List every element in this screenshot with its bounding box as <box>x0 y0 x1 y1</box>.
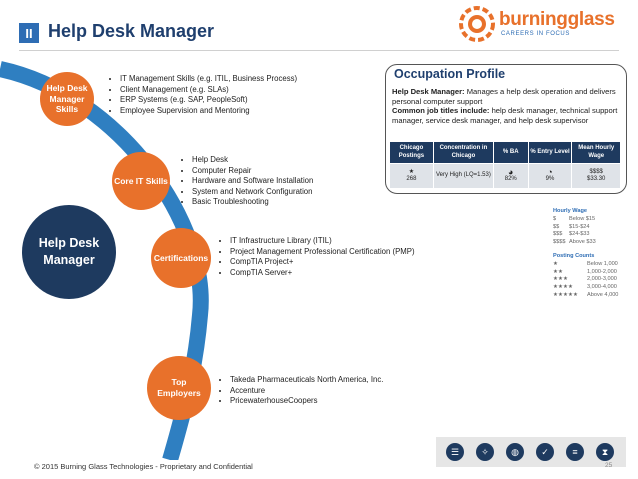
section-badge: II <box>19 23 39 43</box>
table-row: ★268 Very High (LQ=1.53) ◕82% ◔9% $$$$$3… <box>389 163 621 189</box>
entry-level-value: 9% <box>545 176 555 182</box>
list-item: Hardware and Software Installation <box>192 176 392 187</box>
table-cell: ◕82% <box>492 163 529 189</box>
table-cell: Very High (LQ=1.53) <box>432 163 494 189</box>
section-circle-top-employers: Top Employers <box>147 356 211 420</box>
postings-value: 268 <box>406 176 417 182</box>
description-text: Manages a help desk operation and delive… <box>392 87 616 106</box>
legend-row: $$$$24-$33 <box>553 231 590 238</box>
legend-title: Hourly Wage <box>553 208 587 214</box>
footer-copyright: © 2015 Burning Glass Technologies - Prop… <box>34 462 253 471</box>
list-item: Project Management Professional Certific… <box>230 247 470 258</box>
hourglass-icon[interactable]: ⧗ <box>596 443 614 461</box>
list-item: Takeda Pharmaceuticals North America, In… <box>230 375 470 386</box>
occupation-profile-description: Help Desk Manager: Manages a help desk o… <box>392 87 618 125</box>
table-cell: ★268 <box>389 163 434 189</box>
job-titles-label: Common job titles include: <box>392 106 490 116</box>
list-item: IT Management Skills (e.g. ITIL, Busines… <box>120 74 370 85</box>
hourly-wage-legend: Hourly Wage $Below $15 $$$15-$24 $$$$24-… <box>553 208 625 247</box>
list-item: PricewaterhouseCoopers <box>230 396 470 407</box>
job-titles-text: help desk manager, technical support man… <box>392 106 618 125</box>
list-item: ERP Systems (e.g. SAP, PeopleSoft) <box>120 95 370 106</box>
table-header: Concentration in Chicago <box>432 141 494 164</box>
occupation-stats-table: Chicago Postings Concentration in Chicag… <box>389 141 621 189</box>
list-item: Employee Supervision and Mentoring <box>120 106 370 117</box>
section-list-top-employers: Takeda Pharmaceuticals North America, In… <box>218 375 470 407</box>
legend-title: Posting Counts <box>553 253 595 259</box>
compass-icon[interactable]: ✧ <box>476 443 494 461</box>
list-item: Client Management (e.g. SLAs) <box>120 85 370 96</box>
burning-glass-logo-icon <box>459 6 495 42</box>
list-item: CompTIA Project+ <box>230 257 470 268</box>
legend-row: ★★★★★Above 4,000 <box>553 291 619 298</box>
wage-symbol: $$$$ <box>589 168 603 175</box>
legend-row: ★Below 1,000 <box>553 260 618 267</box>
list-item: CompTIA Server+ <box>230 268 470 279</box>
section-label: Help Desk Manager Skills <box>46 83 88 115</box>
list-icon[interactable]: ☰ <box>446 443 464 461</box>
section-label: Certifications <box>153 252 209 263</box>
ladder-icon[interactable]: ≡ <box>566 443 584 461</box>
globe-icon[interactable]: ◍ <box>506 443 524 461</box>
list-item: IT Infrastructure Library (ITIL) <box>230 236 470 247</box>
section-circle-help-desk-manager-skills: Help Desk Manager Skills <box>40 72 94 126</box>
table-header: Mean Hourly Wage <box>571 141 621 164</box>
section-label: Top Employers <box>157 377 201 398</box>
legend-row: ★★1,000-2,000 <box>553 268 617 275</box>
logo-wordmark: burningglass <box>499 9 615 30</box>
navigation-icon-bar: ☰ ✧ ◍ ✓ ≡ ⧗ <box>436 437 626 467</box>
legend-row: $Below $15 <box>553 215 596 222</box>
section-circle-certifications: Certifications <box>151 228 211 288</box>
pie-three-quarter-icon: ◕ <box>508 166 514 177</box>
table-cell: $$$$$33.30 <box>571 163 621 189</box>
title-divider <box>19 50 619 51</box>
list-item: Help Desk <box>192 155 392 166</box>
checklist-icon[interactable]: ✓ <box>536 443 554 461</box>
section-circle-core-it-skills: Core IT Skills <box>112 152 170 210</box>
description-label: Help Desk Manager: <box>392 87 465 96</box>
logo-tagline: CAREERS IN FOCUS <box>501 31 570 37</box>
section-list-certifications: IT Infrastructure Library (ITIL) Project… <box>218 236 470 278</box>
table-header-row: Chicago Postings Concentration in Chicag… <box>389 141 621 164</box>
legend-row: $$$15-$24 <box>553 223 590 230</box>
table-header: Chicago Postings <box>389 141 434 164</box>
section-list-help-desk-manager-skills: IT Management Skills (e.g. ITIL, Busines… <box>108 74 370 116</box>
list-item: Accenture <box>230 386 470 397</box>
ba-value: 82% <box>504 176 517 182</box>
list-item: Basic Troubleshooting <box>192 197 392 208</box>
section-label: Core IT Skills <box>114 175 168 186</box>
list-item: Computer Repair <box>192 166 392 177</box>
table-header: % Entry Level <box>527 141 573 164</box>
section-list-core-it-skills: Help Desk Computer Repair Hardware and S… <box>180 155 392 208</box>
legend-row: ★★★2,000-3,000 <box>553 276 617 283</box>
legend-row: ★★★★3,000-4,000 <box>553 284 617 291</box>
table-cell: ◔9% <box>527 163 573 189</box>
wage-value: $33.30 <box>587 176 606 182</box>
posting-counts-legend: Posting Counts ★Below 1,000 ★★1,000-2,00… <box>553 253 629 300</box>
star-icon: ★ <box>408 168 415 175</box>
pie-quarter-icon: ◔ <box>547 166 553 177</box>
page-number: 25 <box>605 462 613 469</box>
occupation-profile-title: Occupation Profile <box>394 67 506 81</box>
center-role-label: Help Desk Manager <box>38 236 100 267</box>
legend-row: $$$$Above $33 <box>553 239 596 246</box>
list-item: System and Network Configuration <box>192 187 392 198</box>
page-title: Help Desk Manager <box>48 21 215 41</box>
table-header: % BA <box>492 141 529 164</box>
center-role-circle: Help Desk Manager <box>22 205 116 299</box>
